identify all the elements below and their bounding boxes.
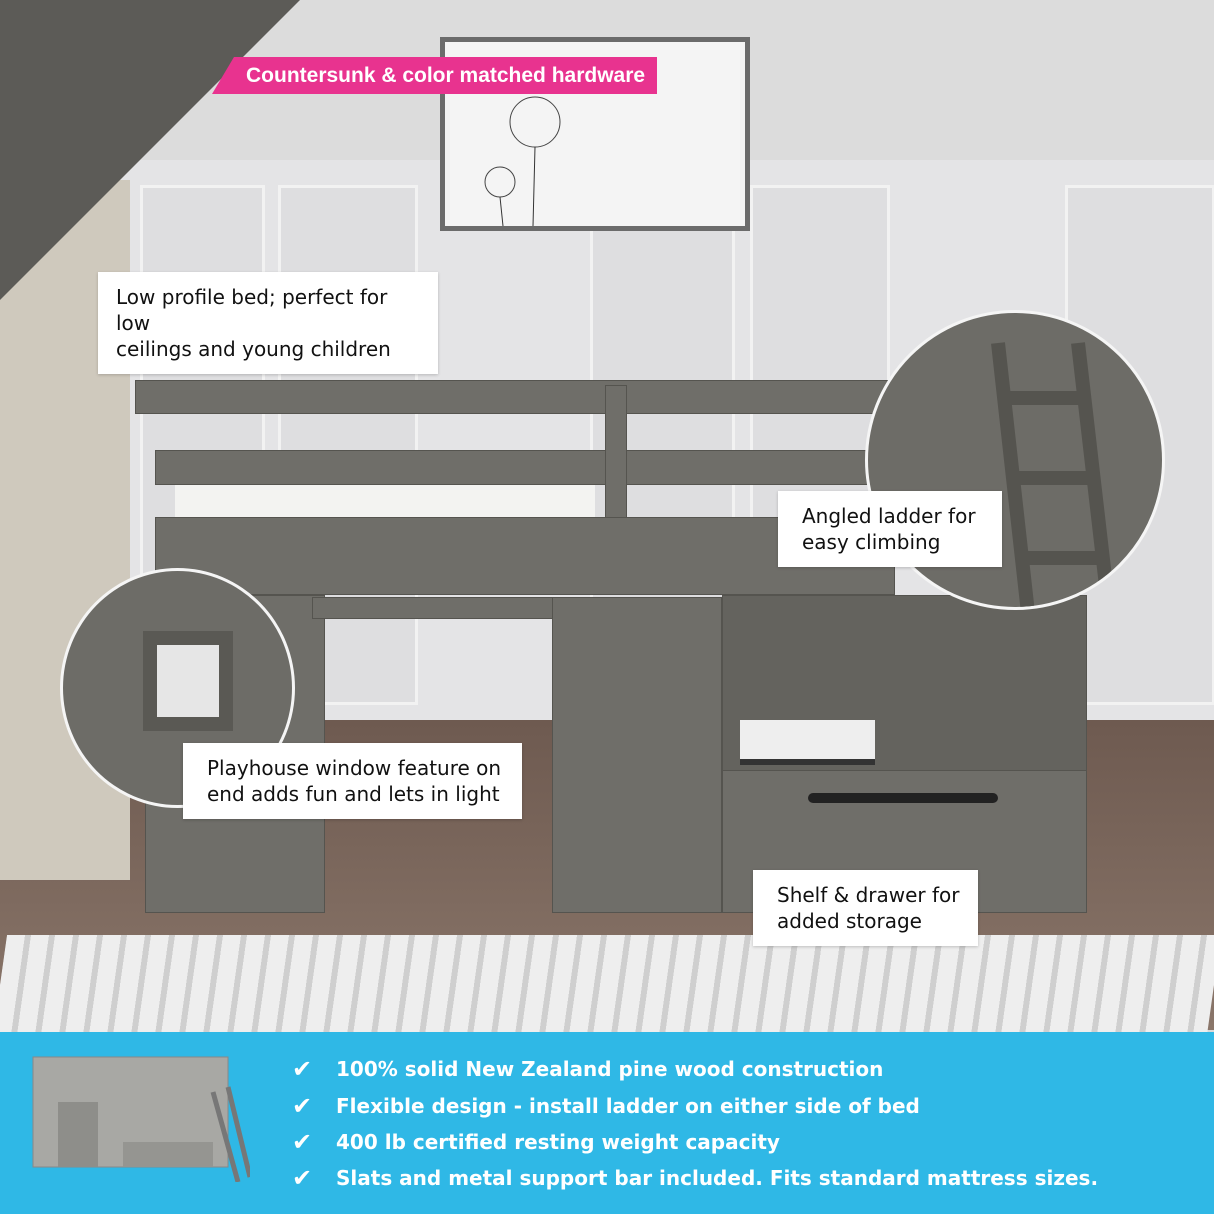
feature-item: ✔ Flexible design - install ladder on eit… bbox=[292, 1092, 920, 1120]
callout-storage: Shelf & drawer for added storage bbox=[753, 870, 978, 946]
drawer-handle bbox=[808, 793, 998, 803]
rug bbox=[0, 935, 1214, 1035]
callout-line: end adds fun and lets in light bbox=[207, 782, 500, 806]
feature-text: Flexible design - install ladder on eith… bbox=[336, 1094, 920, 1118]
window-icon bbox=[143, 631, 233, 731]
callout-ladder: Angled ladder for easy climbing bbox=[778, 491, 1002, 567]
callout-low-profile: Low profile bed; perfect for low ceiling… bbox=[98, 272, 438, 374]
checkmark-icon: ✔ bbox=[292, 1128, 313, 1156]
bed-rail bbox=[155, 450, 875, 485]
books bbox=[740, 720, 875, 765]
callout-line: Shelf & drawer for bbox=[777, 883, 960, 907]
bed-side-panel bbox=[155, 517, 895, 595]
feature-item: ✔ Slats and metal support bar included. F… bbox=[292, 1164, 1098, 1192]
feature-text: Slats and metal support bar included. Fi… bbox=[336, 1166, 1099, 1190]
feature-item: ✔ 400 lb certified resting weight capacit… bbox=[292, 1128, 780, 1156]
front-panel bbox=[552, 597, 722, 913]
callout-line: ceilings and young children bbox=[116, 337, 391, 361]
feature-text: 100% solid New Zealand pine wood constru… bbox=[336, 1057, 884, 1081]
checkmark-icon: ✔ bbox=[292, 1092, 313, 1120]
callout-line: Playhouse window feature on bbox=[207, 756, 502, 780]
checkmark-icon: ✔ bbox=[292, 1055, 313, 1083]
callout-line: Angled ladder for bbox=[802, 504, 976, 528]
callout-line: easy climbing bbox=[802, 530, 941, 554]
mattress bbox=[175, 485, 595, 520]
bed-guardrail bbox=[135, 380, 895, 414]
bed-thumbnail-icon bbox=[32, 1056, 253, 1183]
callout-line: Low profile bed; perfect for low bbox=[116, 285, 388, 335]
bed-thumbnail bbox=[28, 1052, 253, 1183]
callout-hardware: Countersunk & color matched hardware bbox=[212, 57, 658, 94]
dandelion-icon bbox=[484, 96, 561, 227]
checkmark-icon: ✔ bbox=[292, 1164, 313, 1192]
callout-window: Playhouse window feature on end adds fun… bbox=[183, 743, 522, 819]
feature-item: ✔ 100% solid New Zealand pine wood constr… bbox=[292, 1055, 883, 1083]
callout-line: added storage bbox=[777, 909, 922, 933]
ladder-icon bbox=[991, 342, 1115, 607]
playhouse-top-beam bbox=[312, 597, 572, 619]
feature-text: 400 lb certified resting weight capacity bbox=[336, 1130, 780, 1154]
